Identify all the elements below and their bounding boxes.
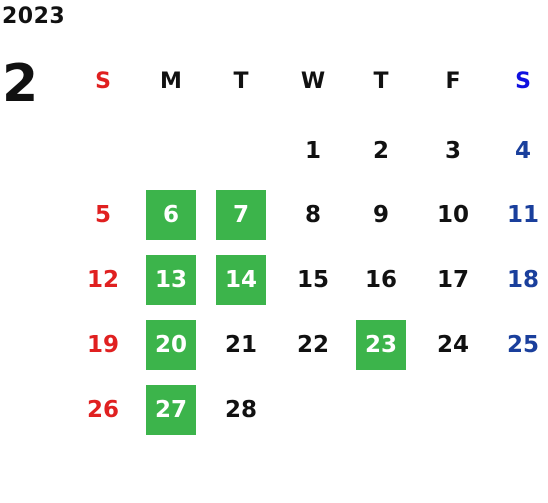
weekday-header: W bbox=[300, 68, 326, 94]
day-cell[interactable]: 8 bbox=[304, 202, 321, 228]
day-cell[interactable]: 26 bbox=[86, 397, 119, 423]
day-cell[interactable]: 4 bbox=[514, 138, 531, 164]
day-cell[interactable]: 11 bbox=[506, 202, 539, 228]
day-cell[interactable]: 18 bbox=[506, 267, 539, 293]
day-cell-highlighted[interactable]: 6 bbox=[146, 190, 196, 240]
day-cell-highlighted[interactable]: 20 bbox=[146, 320, 196, 370]
year-label: 2023 bbox=[2, 4, 66, 29]
day-cell[interactable]: 24 bbox=[436, 332, 469, 358]
day-cell[interactable]: 9 bbox=[372, 202, 389, 228]
day-cell[interactable]: 2 bbox=[372, 138, 389, 164]
weekday-header: T bbox=[233, 68, 249, 94]
day-cell[interactable]: 17 bbox=[436, 267, 469, 293]
weekday-header: S bbox=[95, 68, 111, 94]
day-cell[interactable]: 15 bbox=[296, 267, 329, 293]
weekday-header: F bbox=[445, 68, 461, 94]
day-cell[interactable]: 5 bbox=[94, 202, 111, 228]
day-cell[interactable]: 22 bbox=[296, 332, 329, 358]
day-cell-highlighted[interactable]: 27 bbox=[146, 385, 196, 435]
weekday-header: S bbox=[515, 68, 531, 94]
day-cell-highlighted[interactable]: 14 bbox=[216, 255, 266, 305]
day-cell[interactable]: 28 bbox=[224, 397, 257, 423]
day-cell[interactable]: 19 bbox=[86, 332, 119, 358]
day-cell[interactable]: 10 bbox=[436, 202, 469, 228]
weekday-header: T bbox=[373, 68, 389, 94]
day-cell[interactable]: 1 bbox=[304, 138, 321, 164]
day-cell-highlighted[interactable]: 13 bbox=[146, 255, 196, 305]
day-cell[interactable]: 25 bbox=[506, 332, 539, 358]
day-cell[interactable]: 21 bbox=[224, 332, 257, 358]
month-label: 2 bbox=[2, 54, 39, 114]
day-cell[interactable]: 12 bbox=[86, 267, 119, 293]
day-cell-highlighted[interactable]: 23 bbox=[356, 320, 406, 370]
day-cell-highlighted[interactable]: 7 bbox=[216, 190, 266, 240]
day-cell[interactable]: 16 bbox=[364, 267, 397, 293]
weekday-header: M bbox=[160, 68, 182, 94]
day-cell[interactable]: 3 bbox=[444, 138, 461, 164]
